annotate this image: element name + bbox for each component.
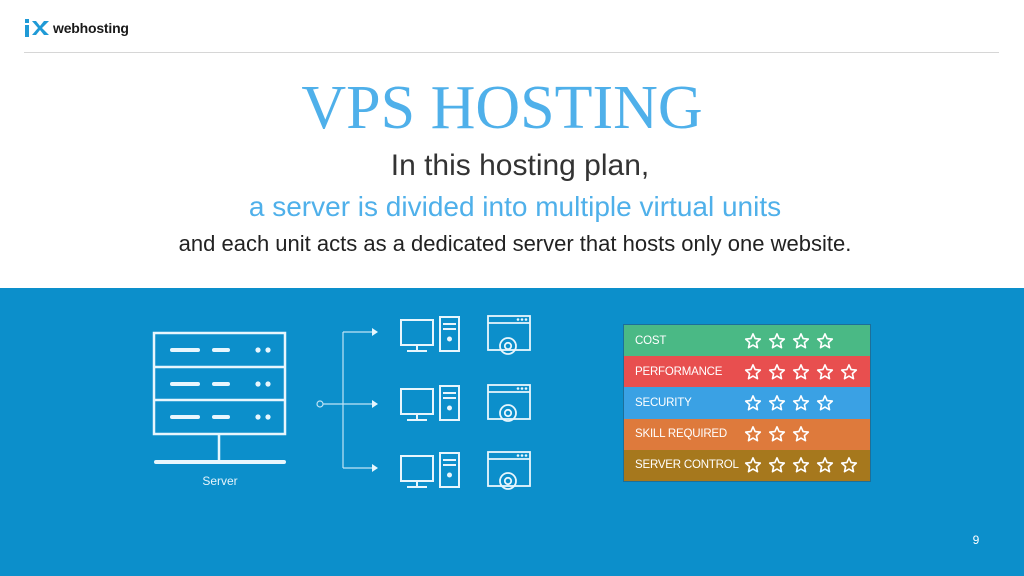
rating-row-cost: COST — [624, 325, 870, 357]
star-outline-icon — [744, 332, 762, 349]
diagram-band: Server COST PERFORMANCE SECURITY SKILL REQU… — [0, 288, 1024, 576]
star-outline-icon — [744, 363, 762, 380]
computer-icon — [400, 316, 460, 352]
star-outline-icon — [792, 457, 810, 473]
server-rack-details — [154, 347, 286, 464]
rating-stars — [744, 425, 810, 443]
star-outline-icon — [840, 457, 858, 473]
rating-label: COST — [635, 334, 667, 347]
header-divider — [24, 52, 999, 53]
rating-stars — [744, 394, 834, 412]
vps-diagram — [152, 315, 531, 490]
intro-line: In this hosting plan, — [390, 149, 650, 182]
logo-brand-text: webhosting — [53, 20, 129, 36]
star-outline-icon — [744, 457, 762, 473]
rating-label: PERFORMANCE — [635, 365, 723, 378]
description-line: and each unit acts as a dedicated server… — [178, 231, 852, 256]
page-number: 9 — [972, 533, 980, 547]
connector-lines — [316, 331, 372, 469]
slide-title: VPS HOSTING — [301, 74, 703, 142]
star-outline-icon — [768, 332, 786, 349]
star-outline-icon — [816, 363, 834, 380]
computer-icon — [400, 385, 460, 421]
rating-label: SKILL REQUIRED — [635, 428, 727, 441]
star-outline-icon — [744, 394, 762, 411]
rating-stars — [744, 456, 858, 474]
server-label: Server — [202, 474, 238, 488]
star-outline-icon — [816, 394, 834, 411]
settings-window-icon — [487, 384, 531, 422]
rating-stars — [744, 363, 858, 381]
rating-row-server-control: SERVER CONTROL — [624, 449, 870, 481]
rating-label: SECURITY — [635, 396, 692, 409]
logo: webhosting — [24, 16, 129, 40]
settings-window-icon — [487, 451, 531, 490]
rating-row-security: SECURITY — [624, 387, 870, 419]
computer-icon — [400, 452, 460, 488]
rating-row-skill-required: SKILL REQUIRED — [624, 418, 870, 450]
server-icon — [152, 331, 287, 460]
star-outline-icon — [768, 363, 786, 380]
star-outline-icon — [768, 457, 786, 473]
ix-logo-icon — [25, 19, 49, 37]
settings-window-icon — [487, 315, 531, 355]
arrowheads — [372, 328, 378, 472]
rating-stars — [744, 332, 834, 350]
star-outline-icon — [792, 363, 810, 380]
star-outline-icon — [816, 332, 834, 349]
star-outline-icon — [744, 426, 762, 442]
rating-row-performance: PERFORMANCE — [624, 356, 870, 388]
ratings-table: COST PERFORMANCE SECURITY SKILL REQUIRED SER… — [623, 324, 871, 482]
star-outline-icon — [792, 332, 810, 349]
star-outline-icon — [792, 394, 810, 411]
star-outline-icon — [768, 426, 786, 442]
star-outline-icon — [840, 363, 858, 380]
star-outline-icon — [792, 426, 810, 442]
rating-label: SERVER CONTROL — [635, 459, 739, 472]
star-outline-icon — [816, 457, 834, 473]
highlight-line: a server is divided into multiple virtua… — [248, 191, 782, 222]
star-outline-icon — [768, 394, 786, 411]
